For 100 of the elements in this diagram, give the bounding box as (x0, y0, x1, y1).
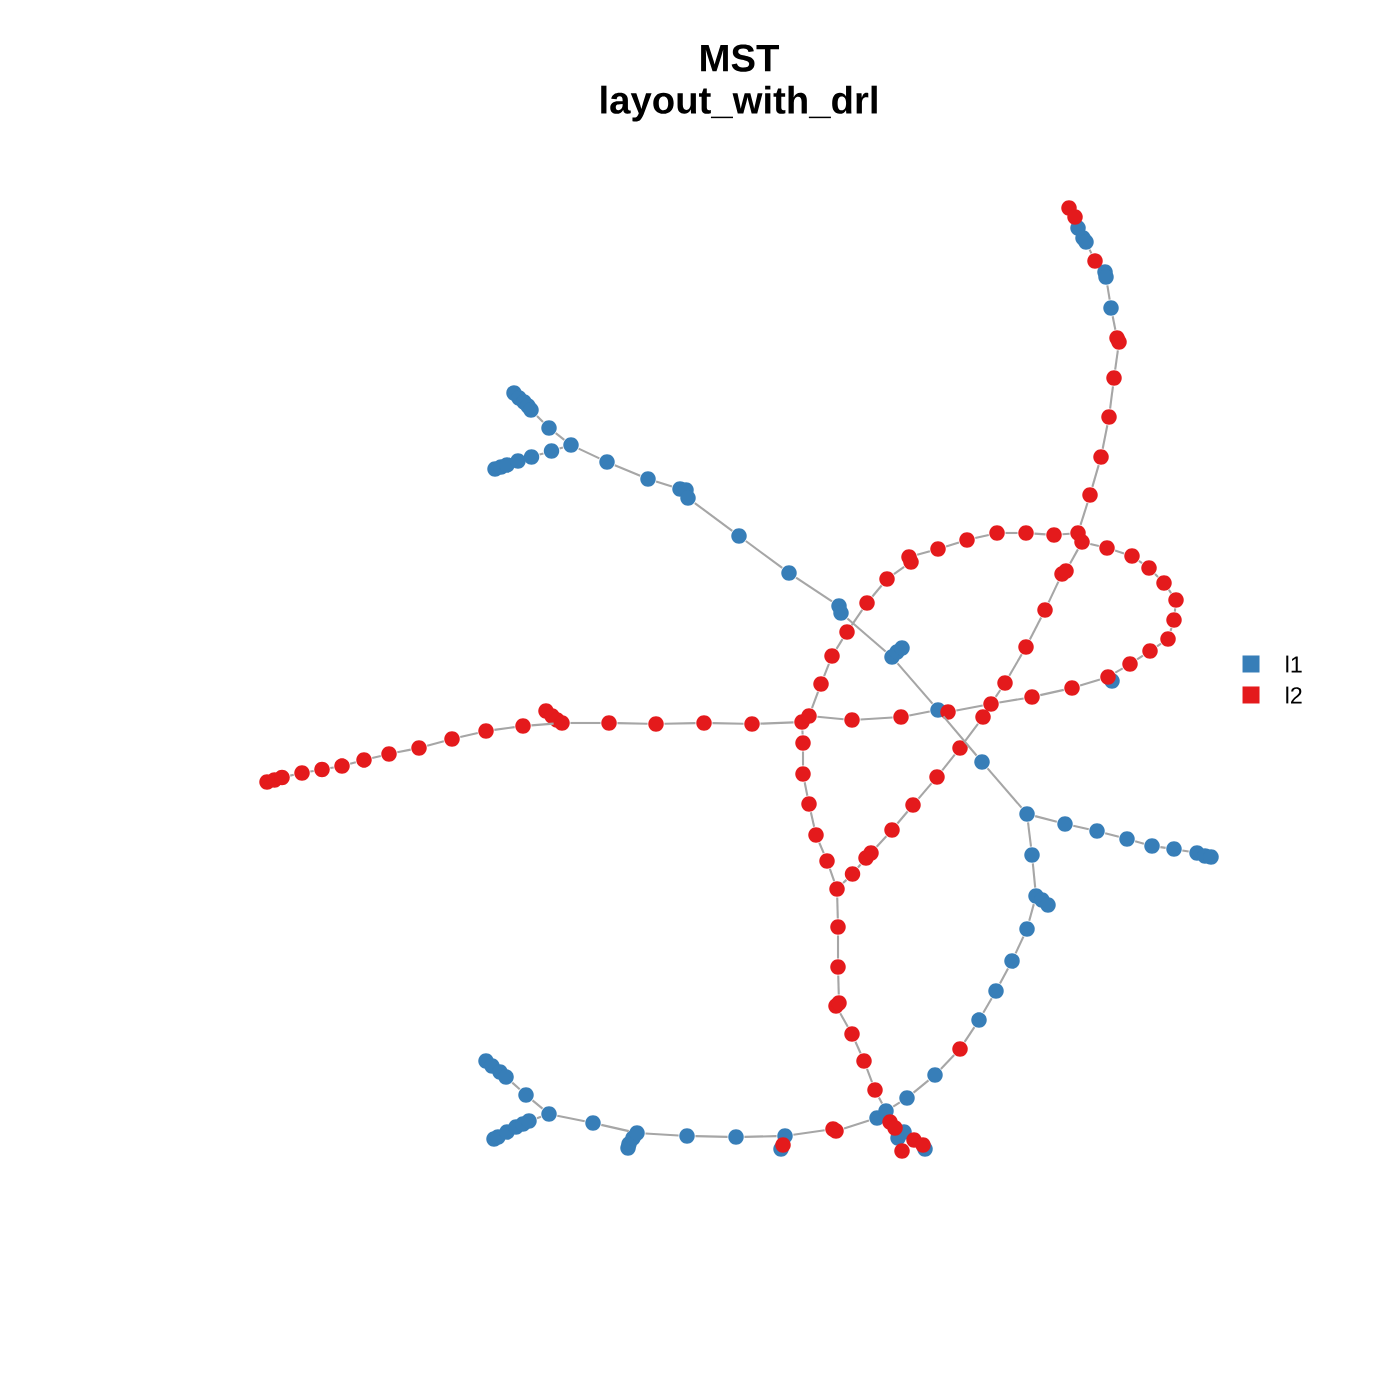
node-dot (959, 532, 975, 548)
node-dot (1019, 806, 1035, 822)
edge-line (1028, 617, 1043, 640)
edge-line (1062, 532, 1070, 536)
edge-line (803, 782, 809, 796)
node-dot (952, 1041, 968, 1057)
node-dot (314, 761, 330, 778)
edge-line (823, 663, 830, 677)
edge-line (1156, 642, 1162, 648)
node-dot (1018, 525, 1034, 541)
node-dot (728, 1129, 744, 1145)
edge-line (664, 722, 696, 725)
edge-line (371, 754, 382, 760)
title: MST layout_with_drl (601, 44, 877, 122)
edge-line (999, 967, 1009, 985)
node-dot (356, 752, 372, 768)
edge-line (539, 452, 544, 456)
node-dot (867, 1082, 883, 1098)
node-dot (971, 1012, 987, 1028)
edge-line (843, 1119, 870, 1130)
edge-line (857, 863, 862, 869)
node-dot (1018, 639, 1034, 655)
node-dot (795, 735, 811, 751)
edge-line (1106, 285, 1111, 300)
node-dot (1004, 953, 1020, 969)
node-dot (599, 454, 615, 470)
edge-line (811, 691, 820, 709)
node-dot (983, 696, 999, 712)
edge-line (850, 609, 864, 626)
edge-line (875, 835, 888, 848)
edge-line (1101, 425, 1109, 449)
node-dot (879, 571, 895, 587)
edge-line (1160, 846, 1166, 849)
edge-line (460, 731, 479, 739)
edge-line (854, 1041, 862, 1054)
edge-line (942, 715, 978, 757)
node-dot (829, 881, 845, 897)
edge-line (1090, 542, 1100, 548)
edge-line (570, 721, 601, 725)
node-dot (801, 796, 817, 812)
edge-line (397, 748, 411, 754)
edge-line (1114, 549, 1125, 555)
node-dot (844, 712, 860, 728)
node-dot (510, 453, 526, 469)
node-dot (1156, 575, 1172, 591)
edge-line (745, 540, 783, 569)
edge-line (795, 576, 833, 603)
node-dot (601, 715, 617, 731)
edge-line (1027, 822, 1033, 847)
edge-line (793, 1129, 825, 1136)
node-dot (444, 731, 460, 747)
node-dot (585, 1115, 601, 1131)
edge-line (1154, 573, 1159, 578)
edge-line (1034, 815, 1058, 823)
node-dot (1046, 527, 1062, 543)
edge-line (645, 1132, 679, 1137)
edge-line (1069, 548, 1079, 565)
node-dot (830, 959, 846, 975)
node-dot (543, 443, 560, 459)
edge-line (426, 740, 445, 747)
node-dot (1106, 370, 1122, 386)
edge-line (941, 753, 956, 772)
node-dot (927, 1067, 943, 1083)
edge-line (1005, 531, 1018, 535)
node-dot (1166, 612, 1182, 628)
edge-line (836, 897, 839, 919)
edge-line (1136, 654, 1144, 661)
edge-line (1168, 589, 1172, 594)
node-dot (863, 845, 879, 861)
edge-line (860, 716, 893, 721)
node-dot (781, 565, 797, 581)
node-dot (541, 420, 557, 436)
node-dot (498, 1069, 514, 1085)
node-dot (1160, 631, 1176, 647)
edge-line (744, 1135, 777, 1138)
edge-line (695, 1135, 728, 1138)
node-dot (1103, 300, 1119, 316)
node-dot (974, 754, 990, 770)
node-dot (541, 1106, 557, 1122)
node-dot (894, 1143, 910, 1159)
edge-line (892, 1101, 901, 1108)
edge-line (835, 638, 844, 650)
node-dot (929, 769, 945, 785)
edge-line (1008, 653, 1023, 677)
node-dot (988, 983, 1004, 999)
node-dot (1093, 449, 1109, 465)
edge-line (1091, 464, 1100, 488)
node-dot (839, 624, 855, 640)
edge-line (712, 722, 744, 725)
edge-line (1079, 502, 1089, 526)
edge-line (494, 726, 515, 731)
edge-line (1040, 688, 1064, 697)
node-dot (905, 797, 921, 813)
node-dot (1082, 487, 1098, 503)
edge-line (871, 584, 883, 598)
edge-line (836, 935, 840, 959)
node-dot (940, 704, 956, 720)
node-dot (680, 490, 696, 506)
node-dot (1074, 534, 1090, 550)
edge-line (828, 868, 836, 882)
